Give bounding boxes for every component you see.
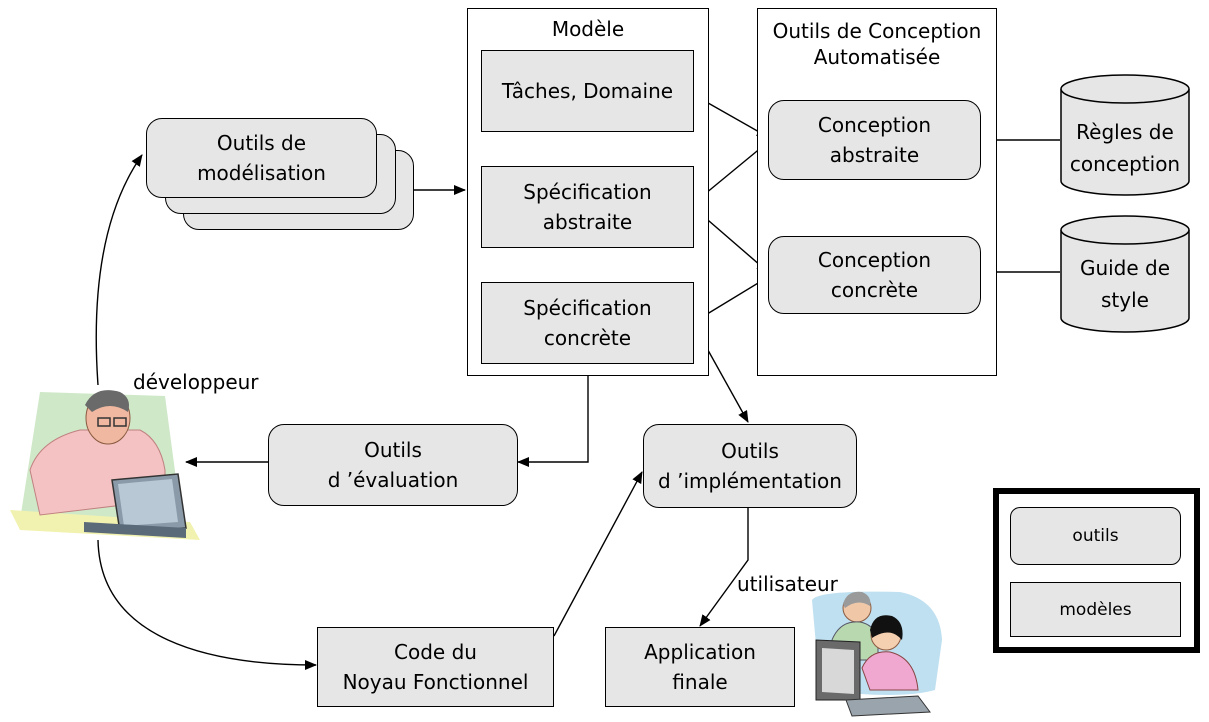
developer-illustration <box>10 390 200 540</box>
arrow-implementation-to-final-app <box>699 508 749 627</box>
implementation-tools[interactable]: Outils d ’implémentation <box>643 424 857 508</box>
legend-models: modèles <box>1010 582 1181 637</box>
model-specification-abstraite[interactable]: Spécification abstraite <box>481 166 694 248</box>
final-application[interactable]: Application finale <box>605 627 795 707</box>
arrow-model-to-evaluation <box>517 375 589 467</box>
legend-tools: outils <box>1010 507 1181 565</box>
arrow-developer-to-core <box>97 539 317 670</box>
database-regles-label: Règles de conception <box>1069 120 1181 176</box>
user-label: utilisateur <box>737 572 838 596</box>
user-illustration <box>812 591 942 717</box>
database-guide <box>1060 215 1190 333</box>
arrow-core-to-implementation <box>553 471 643 637</box>
functional-core-code[interactable]: Code du Noyau Fonctionnel <box>317 627 554 707</box>
modeling-tools[interactable]: Outils de modélisation <box>146 118 377 198</box>
conception-abstraite[interactable]: Conception abstraite <box>768 100 981 180</box>
design-tools-panel-title: Outils de Conception Automatisée <box>772 19 982 69</box>
developer-label: développeur <box>133 370 259 394</box>
database-guide-label: Guide de style <box>1079 256 1171 312</box>
design-tools-panel <box>757 8 997 376</box>
model-taches-domaine[interactable]: Tâches, Domaine <box>481 50 694 132</box>
conception-concrete[interactable]: Conception concrète <box>768 236 981 314</box>
evaluation-tools[interactable]: Outils d ’évaluation <box>268 424 518 506</box>
arrow-developer-to-modeling <box>95 154 143 386</box>
model-specification-concrete[interactable]: Spécification concrète <box>481 282 694 364</box>
database-regles <box>1060 74 1190 196</box>
model-panel-title: Modèle <box>551 17 625 41</box>
